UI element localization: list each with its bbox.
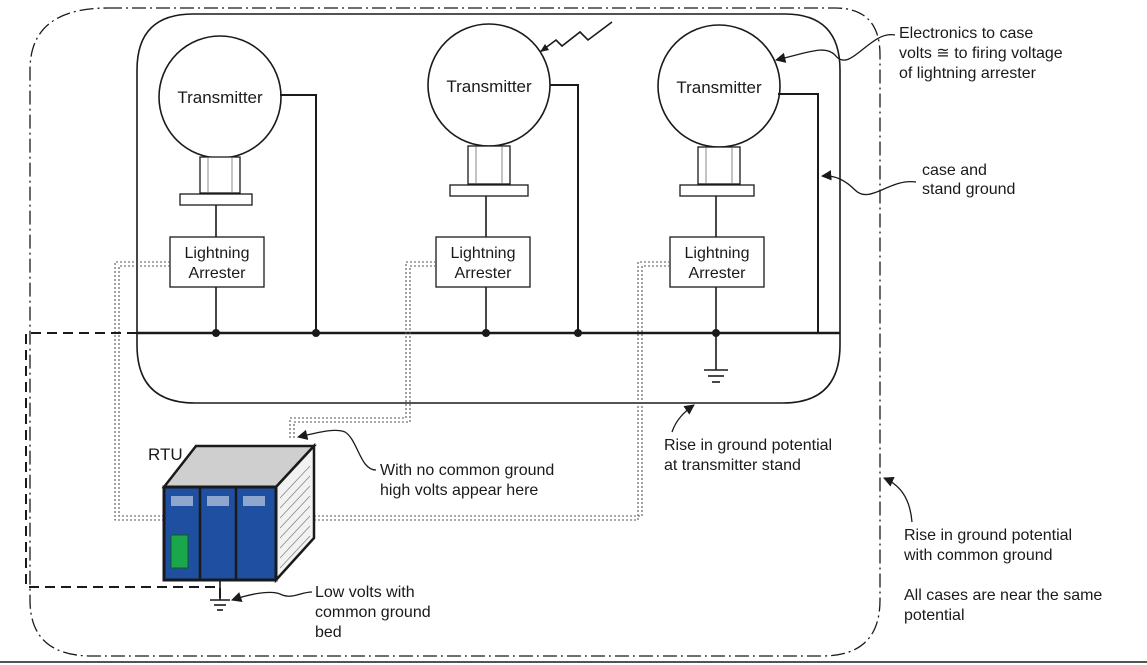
transmitter-unit-3: Transmitter Lightning Arrester [657,24,819,383]
transmitter-2-mount [449,184,529,197]
svg-text:Arrester: Arrester [689,265,747,282]
annotation-rise-transmitter: Rise in ground potential at transmitter … [664,404,832,474]
rtu-module-3-display [243,496,265,506]
lightning-arrester-1 [169,236,265,288]
svg-text:With no common ground: With no common ground [380,462,554,479]
rtu-device: RTU [148,442,317,611]
svg-text:Rise in ground potential: Rise in ground potential [904,527,1072,544]
svg-text:at transmitter stand: at transmitter stand [664,457,801,474]
svg-text:Rise in ground potential: Rise in ground potential [664,437,832,454]
transmitter-2-label: Transmitter [446,77,532,96]
rtu-status-led [170,534,189,569]
svg-text:All cases are near the same: All cases are near the same [904,587,1102,604]
svg-text:Electronics to case: Electronics to case [899,25,1033,42]
annotation-rise-common: Rise in ground potential with common gro… [883,476,1072,564]
transmitter-3-mount [679,184,755,197]
lightning-bolt-icon [539,21,613,53]
annotation-electronics: Electronics to case volts ≅ to firing vo… [774,25,1063,82]
svg-text:Low volts with: Low volts with [315,584,415,601]
svg-text:Lightning: Lightning [451,245,516,262]
annotation-no-common-ground: With no common ground high volts appear … [296,429,554,499]
lightning-arrester-2 [435,236,531,288]
svg-text:volts ≅ to firing voltage: volts ≅ to firing voltage [899,45,1063,62]
svg-text:common ground: common ground [315,604,431,621]
annotation-all-cases: All cases are near the same potential [904,587,1102,624]
annotation-case-stand-ground: case and stand ground [820,162,1015,198]
transmitter-unit-2: Transmitter Lightning Arrester [427,21,613,337]
transmitter-stand-enclosure [136,13,841,404]
transmitter-2-neck [467,145,511,185]
transmitter-2-case-wire [550,84,579,333]
common-ground-boundary [29,7,881,657]
transmitter-3-neck [697,146,741,185]
stand-ground-icon [704,369,728,383]
transmitter-1-case-wire [280,94,317,333]
svg-text:case and: case and [922,162,987,179]
svg-text:bed: bed [315,624,342,641]
signal-cables [114,261,670,521]
transmitter-1-label: Transmitter [177,88,263,107]
rtu-module-1-display [171,496,193,506]
transmitter-1-neck [199,156,241,194]
transmitter-3-case-wire [778,93,819,333]
transmitter-1-mount [179,193,253,206]
svg-text:Lightning: Lightning [185,245,250,262]
svg-text:of lightning arrester: of lightning arrester [899,65,1037,82]
transmitter-3-label: Transmitter [676,78,762,97]
rtu-module-2-display [207,496,229,506]
svg-text:Lightning: Lightning [685,245,750,262]
transmitter-unit-1: Transmitter Lightning Arrester [158,35,320,337]
svg-text:potential: potential [904,607,965,624]
svg-text:with common ground: with common ground [903,547,1053,564]
rtu-ground-icon [210,599,230,611]
rtu-label: RTU [148,445,183,464]
svg-text:high volts appear here: high volts appear here [380,482,538,499]
svg-text:stand ground: stand ground [922,181,1015,198]
annotation-low-volts: Low volts with common ground bed [231,584,431,641]
svg-text:Arrester: Arrester [455,265,513,282]
svg-text:Arrester: Arrester [189,265,247,282]
